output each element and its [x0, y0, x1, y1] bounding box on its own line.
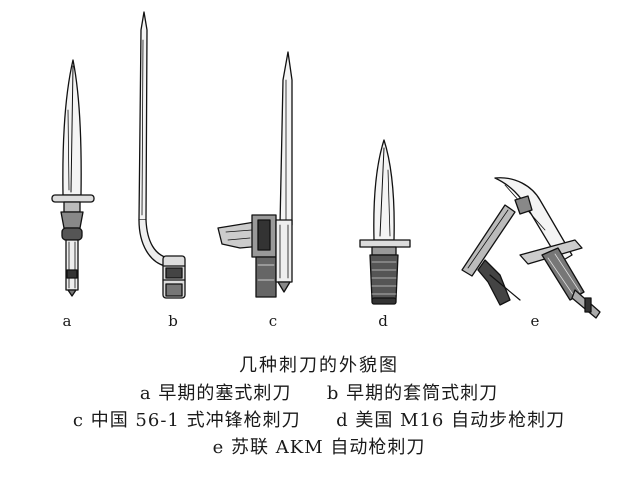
caption-line-ab: a 早期的塞式刺刀 b 早期的套筒式刺刀	[0, 380, 638, 407]
item-label-b: b	[168, 312, 178, 330]
bayonet-illustrations	[51, 11, 601, 319]
caption-d-text: 美国 M16 自动步枪刺刀	[355, 410, 566, 431]
caption-line-e: e 苏联 AKM 自动枪刺刀	[0, 434, 638, 461]
caption-c-letter: c	[72, 410, 84, 431]
bayonet-b-drawing	[138, 11, 186, 299]
caption-title: 几种刺刀的外貌图	[239, 355, 399, 376]
caption-c-text: 中国 56-1 式冲锋枪刺刀	[90, 410, 301, 431]
caption-d-letter: d	[336, 410, 349, 431]
bayonet-e-drawing	[461, 177, 601, 319]
bayonet-d-drawing	[359, 139, 411, 305]
caption-e-letter: e	[212, 437, 225, 458]
bayonet-c-drawing	[217, 51, 293, 298]
caption-b-text: 早期的套筒式刺刀	[346, 383, 499, 404]
item-label-a: a	[62, 312, 72, 330]
item-label-e: e	[530, 312, 540, 330]
caption-line-cd: c 中国 56-1 式冲锋枪刺刀 d 美国 M16 自动步枪刺刀	[0, 407, 638, 434]
caption-a-letter: a	[139, 383, 152, 404]
bayonet-a-drawing	[51, 59, 95, 297]
caption-e-text: 苏联 AKM 自动枪刺刀	[231, 437, 426, 458]
figure-caption: 几种刺刀的外貌图 a 早期的塞式刺刀 b 早期的套筒式刺刀 c 中国 56-1 …	[0, 352, 638, 461]
caption-b-letter: b	[326, 383, 340, 404]
caption-a-text: 早期的塞式刺刀	[158, 383, 292, 404]
item-label-d: d	[378, 312, 388, 330]
item-label-c: c	[268, 312, 278, 330]
